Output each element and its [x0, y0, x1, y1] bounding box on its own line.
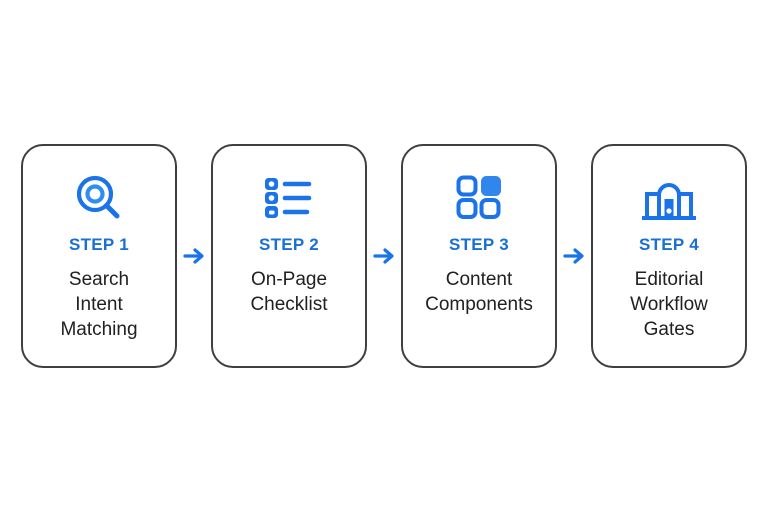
arrow-right-icon — [562, 144, 586, 368]
step-card-1[interactable]: STEP 1 Search Intent Matching — [21, 144, 177, 368]
step-label: STEP 4 — [638, 235, 700, 254]
gate-icon — [641, 172, 697, 224]
step-label: STEP 2 — [258, 235, 320, 254]
step-title: Editorial Workflow Gates — [630, 268, 708, 340]
step-label: STEP 1 — [68, 235, 130, 254]
step-card-2[interactable]: STEP 2 On-Page Checklist — [211, 144, 367, 368]
step-card-3[interactable]: STEP 3 Content Components — [401, 144, 557, 368]
step-label: STEP 3 — [448, 235, 510, 254]
search-target-icon — [71, 172, 127, 224]
step-title: Content Components — [425, 268, 533, 315]
checklist-icon — [261, 172, 317, 224]
step-title: On-Page Checklist — [250, 268, 328, 315]
step-title: Search Intent Matching — [60, 268, 138, 340]
arrow-right-icon — [182, 144, 206, 368]
arrow-right-icon — [372, 144, 396, 368]
step-card-4[interactable]: STEP 4 Editorial Workflow Gates — [591, 144, 747, 368]
grid-components-icon — [451, 172, 507, 224]
